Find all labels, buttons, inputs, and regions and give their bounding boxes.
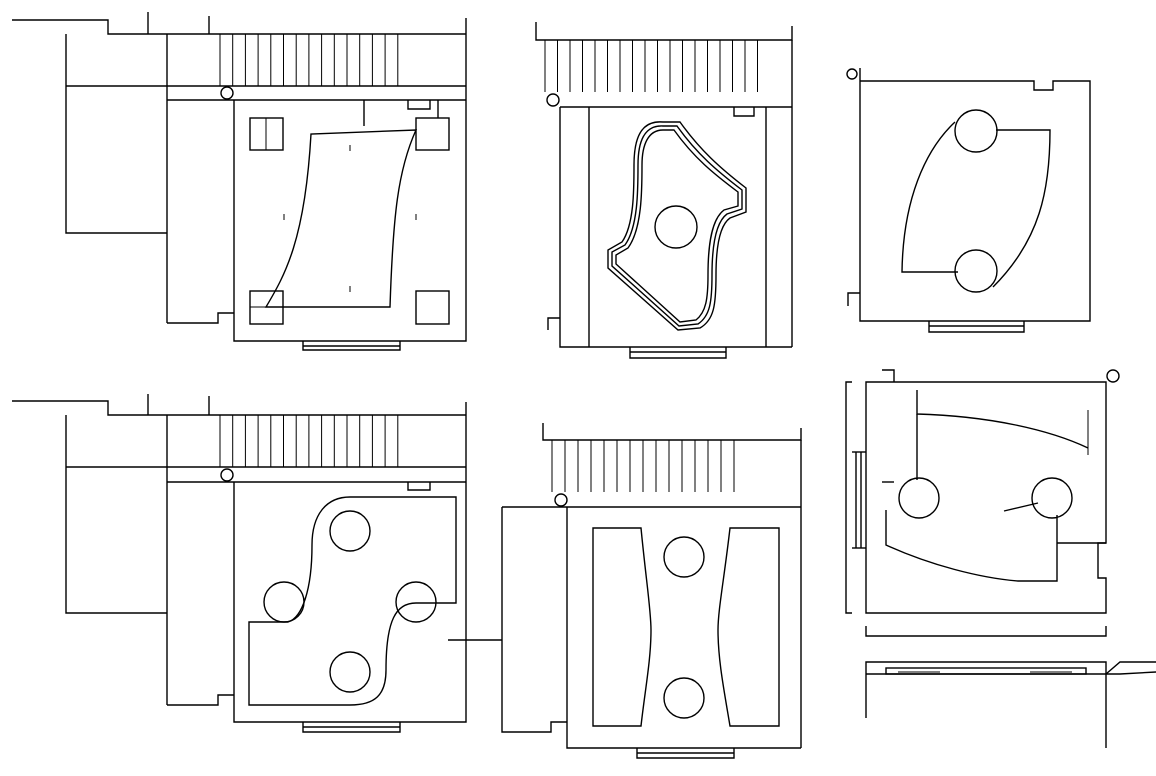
round-planter [395,581,437,623]
round-planter [1031,477,1073,519]
stair-treads [544,40,758,92]
pool-outline [611,125,743,327]
bed-outline [992,129,1051,288]
column-marker [1106,369,1120,383]
stair-treads [551,440,735,492]
wall-outline [845,369,1107,637]
planter-box [415,290,450,325]
stair-treads [219,415,399,467]
wall-outline [535,22,793,359]
wall-outline [12,12,467,351]
column-marker [220,468,234,482]
bed-outline [901,121,958,273]
plan-top-right [846,68,1091,333]
round-planter [954,109,998,153]
column-marker [546,93,560,107]
bed-outline [885,510,1058,582]
bed-outline [916,390,1089,449]
stair-treads [219,34,399,86]
plan-bottom-middle [501,423,802,759]
round-planter [329,510,371,552]
round-planter [329,651,371,693]
plan-bottom-right [845,369,1156,748]
section-strip [865,661,1156,748]
bed-outline [248,496,457,706]
round-planter [954,249,998,293]
round-planter [898,477,940,519]
bed-outline [592,527,652,727]
plan-top-middle [535,22,793,359]
column-marker [554,493,568,507]
wall-outline [501,423,802,759]
plan-top-left [12,12,467,351]
round-planter [663,677,705,719]
round-planter [263,581,305,623]
planter-box [415,117,450,151]
column-marker [846,68,858,80]
bed-outline [717,527,780,727]
wall-outline [847,68,1091,333]
round-planter [654,205,698,249]
wall-outline [12,394,502,733]
column-marker [220,86,234,100]
pool-outline [615,129,739,323]
plan-bottom-left [12,394,502,733]
pool-outline [264,129,418,308]
round-planter [663,536,705,578]
pool-outline [607,121,747,331]
